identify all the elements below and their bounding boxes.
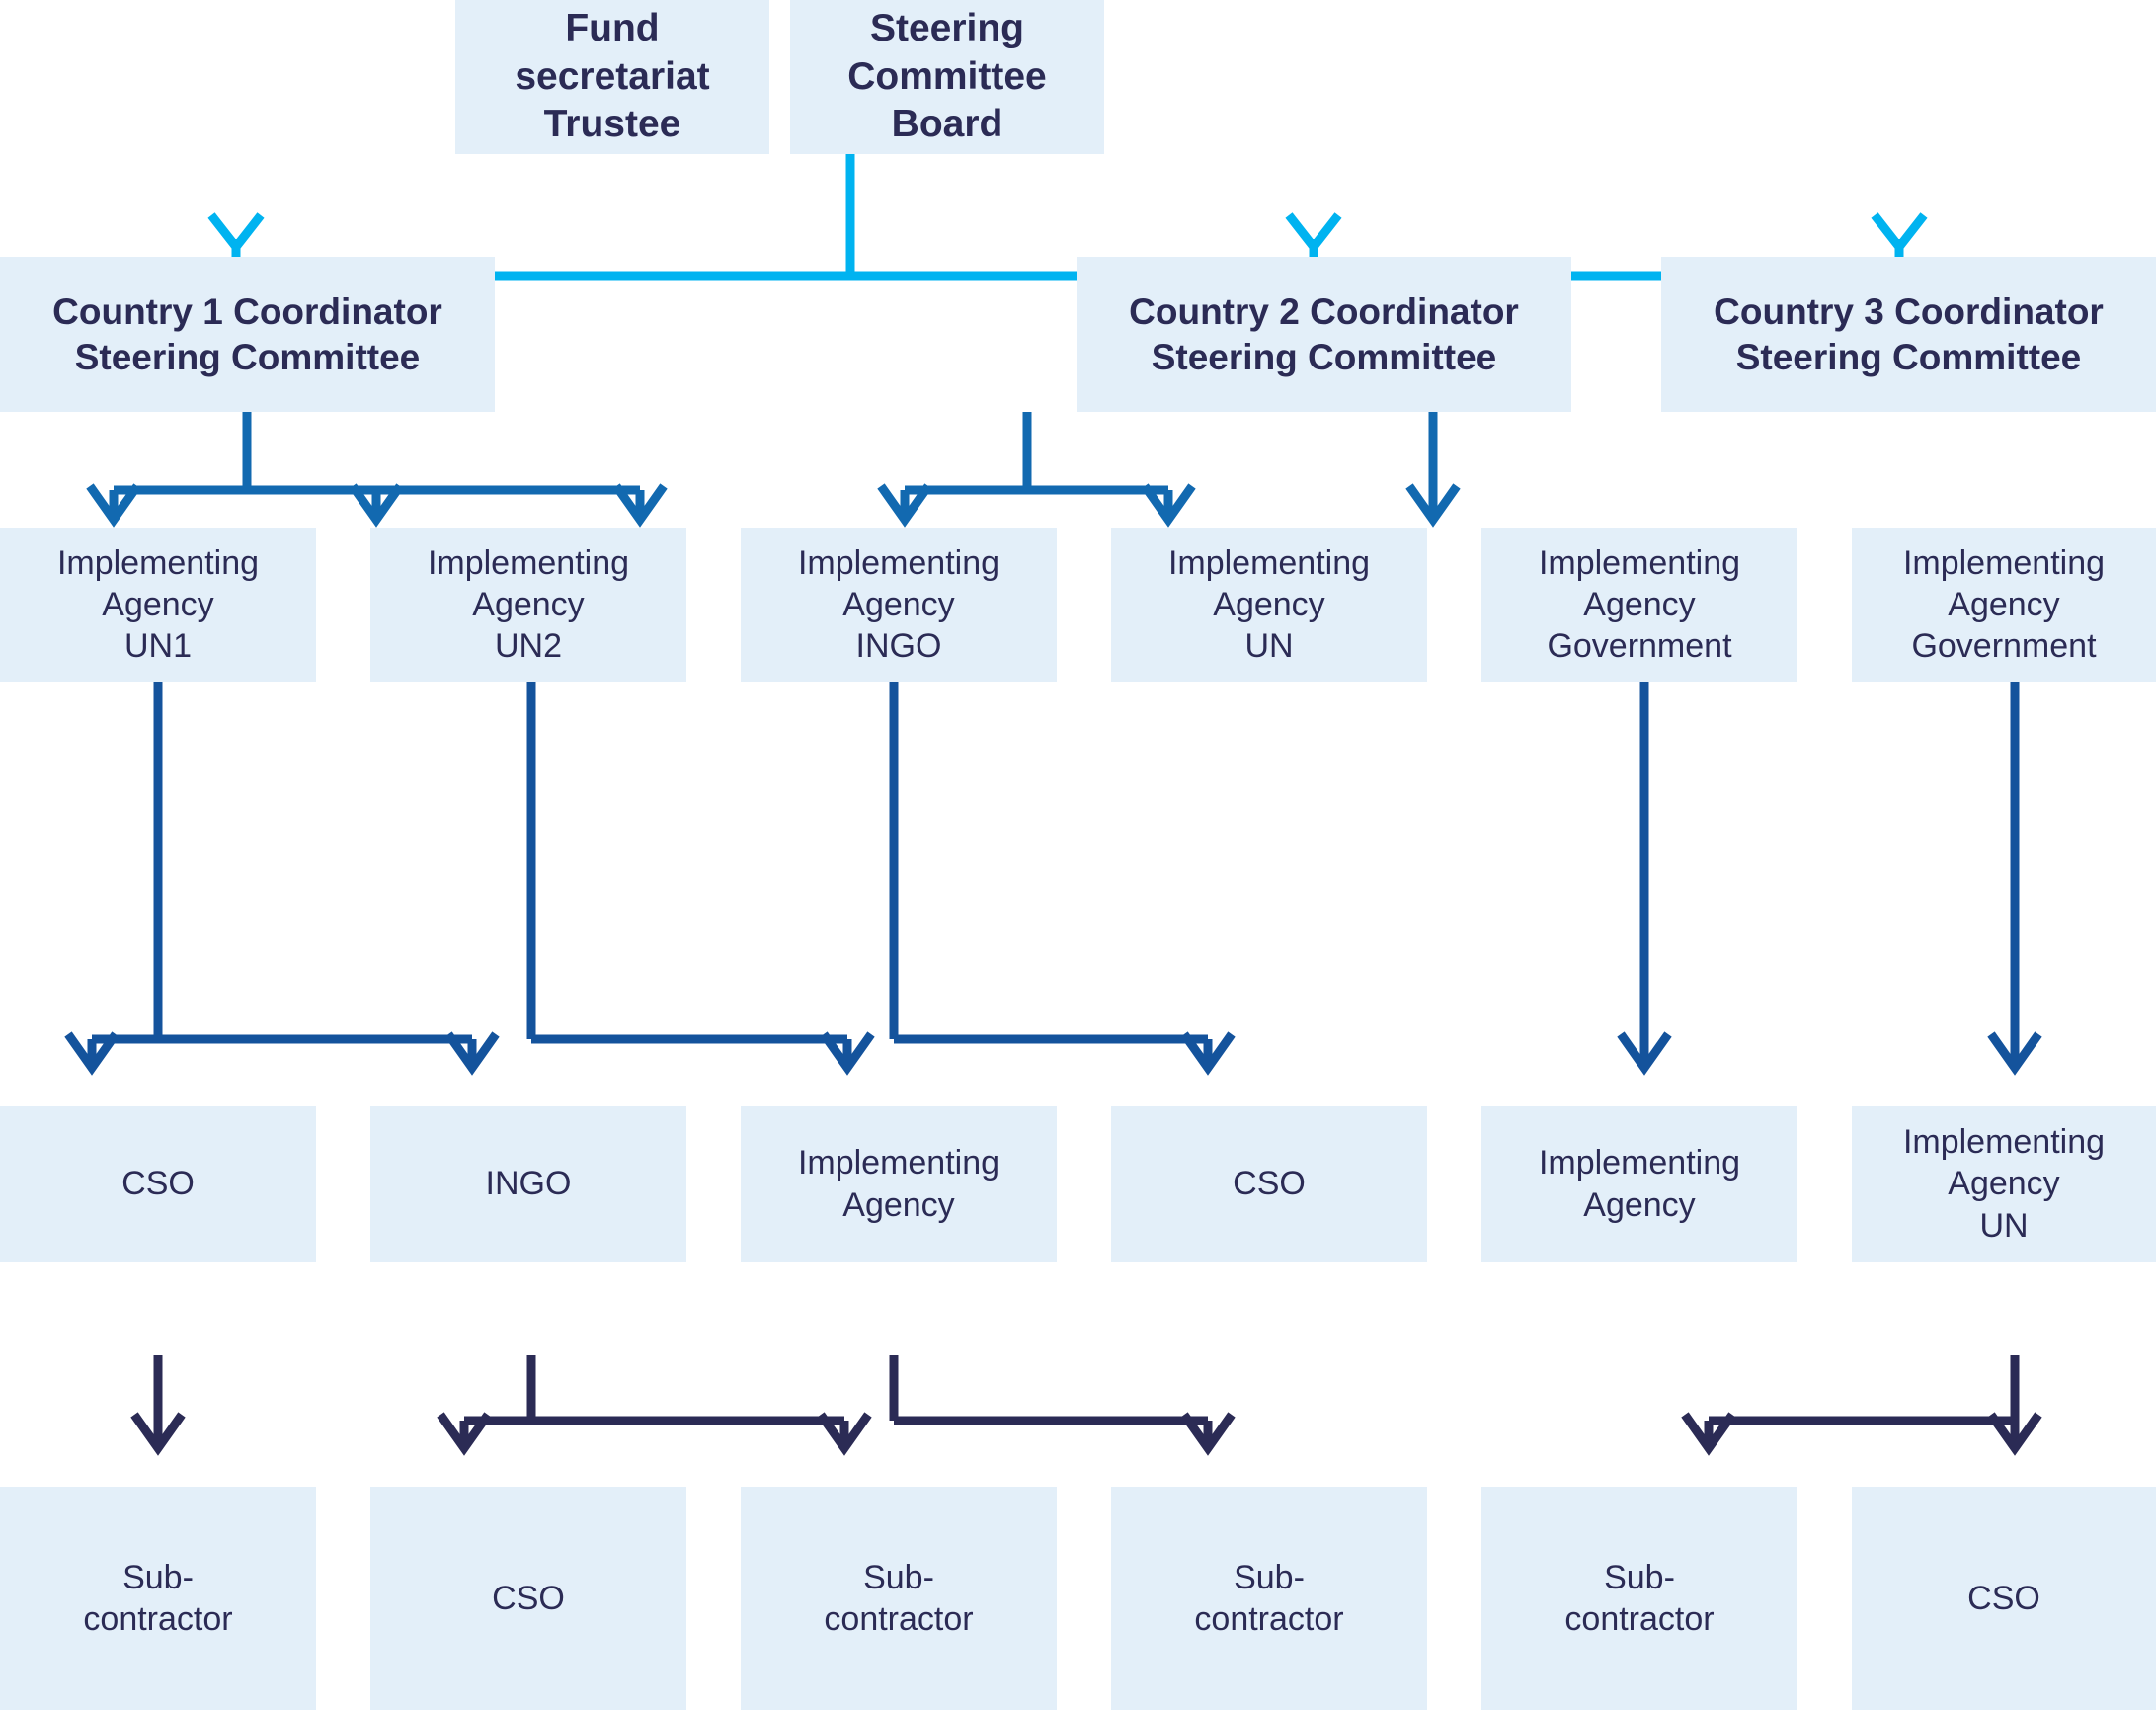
- node-subcontractor-1-label: Sub- contractor: [83, 1558, 233, 1638]
- node-implementing-agency-2-label: Implementing Agency: [1538, 1144, 1741, 1224]
- node-implementing-agency-un-label: Implementing Agency UN: [1902, 1123, 2106, 1245]
- edge-group-country1-to-agencies: [109, 412, 645, 514]
- arrowhead-cso2-icon: [1180, 1031, 1236, 1076]
- node-fund-secretariat[interactable]: Fund secretariat Trustee: [455, 0, 769, 154]
- edge-group-iaun-to-children: [1704, 1355, 2020, 1442]
- node-country-2-coordinator[interactable]: Country 2 Coordinator Steering Committee: [1077, 257, 1571, 412]
- node-cso-3[interactable]: CSO: [370, 1487, 686, 1710]
- arrowhead-cso3-icon: [437, 1412, 492, 1456]
- node-subcontractor-3-label: Sub- contractor: [1194, 1558, 1344, 1638]
- arrowhead-country2-icon: [1285, 212, 1342, 255]
- arrowhead-country3-icon: [1871, 212, 1928, 255]
- node-ia-ingo-label: Implementing Agency INGO: [797, 543, 1000, 666]
- arrowhead-ia-gov1-icon: [1141, 483, 1196, 528]
- node-implementing-agency-un[interactable]: Implementing Agency UN: [1852, 1106, 2156, 1262]
- node-fund-secretariat-label: Fund secretariat Trustee: [515, 7, 710, 146]
- arrowhead-ia-un2-icon: [349, 483, 404, 528]
- node-subcontractor-2[interactable]: Sub- contractor: [741, 1487, 1057, 1710]
- arrowhead-subcontractor2-icon: [817, 1412, 872, 1456]
- node-subcontractor-4-label: Sub- contractor: [1564, 1558, 1715, 1638]
- edge-group-ia1-to-subcontractor: [889, 1355, 1213, 1442]
- node-subcontractor-3[interactable]: Sub- contractor: [1111, 1487, 1427, 1710]
- arrowhead-subcontractor4-icon: [1681, 1412, 1736, 1456]
- arrowhead-ia-ingo-icon: [612, 483, 668, 528]
- node-ingo-1[interactable]: INGO: [370, 1106, 686, 1262]
- node-country-1-coordinator-label: Country 1 Coordinator Steering Committee: [52, 290, 442, 377]
- node-subcontractor-1[interactable]: Sub- contractor: [0, 1487, 316, 1710]
- arrowheads-level1: [207, 212, 1928, 255]
- edge-group-country2-to-agencies: [900, 412, 1173, 514]
- node-ia-un-label: Implementing Agency UN: [1167, 543, 1371, 666]
- node-steering-committee-board-label: Steering Committee Board: [847, 7, 1047, 146]
- node-cso-2-label: CSO: [1233, 1165, 1306, 1203]
- arrowhead-ia2-icon: [1617, 1031, 1672, 1076]
- node-ia-un1-label: Implementing Agency UN1: [56, 543, 260, 666]
- edge-group-iaun1-to-partners: [87, 682, 477, 1062]
- node-ia-un[interactable]: Implementing Agency UN: [1111, 528, 1427, 682]
- arrowhead-ia-gov2-icon: [1405, 483, 1461, 528]
- node-implementing-agency-1[interactable]: Implementing Agency: [741, 1106, 1057, 1262]
- node-cso-1-label: CSO: [121, 1165, 195, 1203]
- arrowhead-ia-un1-icon: [86, 483, 141, 528]
- arrowhead-ia-un-icon: [877, 483, 932, 528]
- node-ia-government-1[interactable]: Implementing Agency Government: [1481, 528, 1797, 682]
- node-ingo-1-label: INGO: [485, 1165, 572, 1203]
- node-cso-4-label: CSO: [1967, 1579, 2040, 1617]
- node-cso-4[interactable]: CSO: [1852, 1487, 2156, 1710]
- node-steering-committee-board[interactable]: Steering Committee Board: [790, 0, 1104, 154]
- node-ia-ingo[interactable]: Implementing Agency INGO: [741, 528, 1057, 682]
- arrowhead-subcontractor1-icon: [130, 1412, 186, 1456]
- edge-group-ingo1-to-children: [459, 1355, 849, 1442]
- node-implementing-agency-1-label: Implementing Agency: [797, 1144, 1000, 1224]
- node-cso-2[interactable]: CSO: [1111, 1106, 1427, 1262]
- arrowheads-level3: [64, 1031, 2042, 1076]
- node-ia-government-1-label: Implementing Agency Government: [1538, 543, 1741, 666]
- arrowhead-ia1-icon: [820, 1031, 875, 1076]
- arrowhead-cso4-icon: [1987, 1412, 2042, 1456]
- node-ia-un2-label: Implementing Agency UN2: [427, 543, 630, 666]
- node-ia-government-2[interactable]: Implementing Agency Government: [1852, 528, 2156, 682]
- arrowhead-cso1-icon: [64, 1031, 120, 1076]
- node-implementing-agency-2[interactable]: Implementing Agency: [1481, 1106, 1797, 1262]
- node-ia-government-2-label: Implementing Agency Government: [1902, 543, 2106, 666]
- arrowhead-country1-icon: [207, 212, 265, 255]
- node-country-3-coordinator[interactable]: Country 3 Coordinator Steering Committee: [1661, 257, 2156, 412]
- node-country-3-coordinator-label: Country 3 Coordinator Steering Committee: [1714, 290, 2104, 377]
- arrowheads-level4: [130, 1412, 2042, 1456]
- node-country-2-coordinator-label: Country 2 Coordinator Steering Committee: [1129, 290, 1519, 377]
- arrowheads-level2: [86, 483, 1461, 528]
- node-ia-un1[interactable]: Implementing Agency UN1: [0, 528, 316, 682]
- arrowhead-subcontractor3-icon: [1180, 1412, 1236, 1456]
- arrowhead-ingo1-icon: [444, 1031, 500, 1076]
- node-cso-3-label: CSO: [492, 1579, 565, 1617]
- node-ia-un2[interactable]: Implementing Agency UN2: [370, 528, 686, 682]
- node-country-1-coordinator[interactable]: Country 1 Coordinator Steering Committee: [0, 257, 495, 412]
- edge-group-iaingo-to-partner: [889, 682, 1213, 1062]
- node-subcontractor-4[interactable]: Sub- contractor: [1481, 1487, 1797, 1710]
- node-cso-1[interactable]: CSO: [0, 1106, 316, 1262]
- edge-group-iaun2-to-partner: [526, 682, 852, 1062]
- arrowhead-iaun-icon: [1987, 1031, 2042, 1076]
- node-subcontractor-2-label: Sub- contractor: [824, 1558, 974, 1638]
